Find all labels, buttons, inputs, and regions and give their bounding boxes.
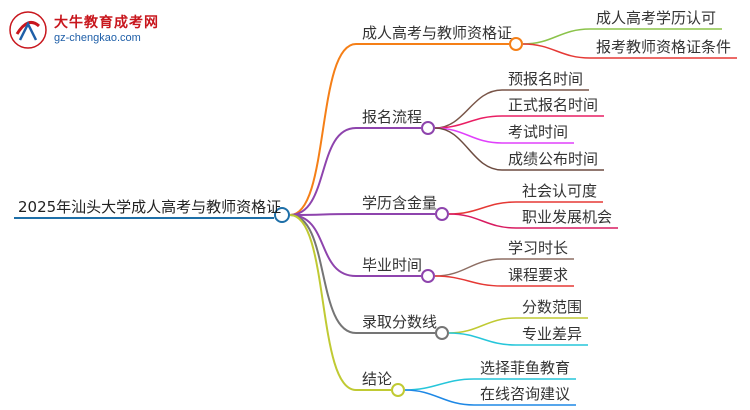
branch-node-circle xyxy=(435,207,449,221)
root-node-circle xyxy=(274,207,290,223)
site-logo: 大牛教育成考网 gz-chengkao.com xyxy=(8,10,188,54)
child-link xyxy=(522,43,591,59)
child-link xyxy=(448,317,517,334)
branch-label: 录取分数线 xyxy=(362,313,438,331)
child-label: 报考教师资格证条件 xyxy=(596,38,732,56)
child-link xyxy=(448,213,517,229)
child-label: 正式报名时间 xyxy=(508,96,599,114)
mindmap-root-label: 2025年汕头大学成人高考与教师资格证 xyxy=(18,198,282,216)
branch-link xyxy=(289,43,357,216)
branch-node-circle xyxy=(391,383,405,397)
child-label: 社会认可度 xyxy=(522,182,598,200)
child-label: 成绩公布时间 xyxy=(508,150,599,168)
branch-label: 成人高考与教师资格证 xyxy=(362,24,513,42)
child-label: 成人高考学历认可 xyxy=(596,9,717,27)
logo-mark-icon xyxy=(9,11,47,49)
child-link xyxy=(448,201,517,215)
logo-name: 大牛教育成考网 xyxy=(54,15,159,31)
branch-link xyxy=(289,213,357,216)
branch-node-circle xyxy=(421,269,435,283)
child-label: 分数范围 xyxy=(522,298,583,316)
branch-node-circle xyxy=(421,121,435,135)
child-label: 预报名时间 xyxy=(508,70,584,88)
child-label: 在线咨询建议 xyxy=(480,385,571,403)
child-label: 专业差异 xyxy=(522,325,583,343)
branch-label: 报名流程 xyxy=(362,108,423,126)
branch-label: 学历含金量 xyxy=(362,194,438,212)
child-link xyxy=(434,258,503,277)
child-link xyxy=(434,127,503,171)
branch-node-circle xyxy=(509,37,523,51)
branch-link xyxy=(289,127,357,216)
child-label: 考试时间 xyxy=(508,123,569,141)
logo-url: gz-chengkao.com xyxy=(54,32,141,44)
branch-label: 毕业时间 xyxy=(362,256,423,274)
child-link xyxy=(522,28,591,45)
child-link xyxy=(434,275,503,287)
child-label: 选择菲鱼教育 xyxy=(480,359,571,377)
child-link xyxy=(404,378,475,391)
child-label: 学习时长 xyxy=(508,239,569,257)
branch-link xyxy=(289,214,357,334)
child-link xyxy=(448,332,517,346)
branch-link xyxy=(289,214,357,391)
branch-link xyxy=(289,214,357,277)
branch-label: 结论 xyxy=(362,370,393,388)
branch-node-circle xyxy=(435,326,449,340)
child-label: 职业发展机会 xyxy=(522,208,613,226)
child-link xyxy=(404,389,475,406)
child-label: 课程要求 xyxy=(508,266,569,284)
